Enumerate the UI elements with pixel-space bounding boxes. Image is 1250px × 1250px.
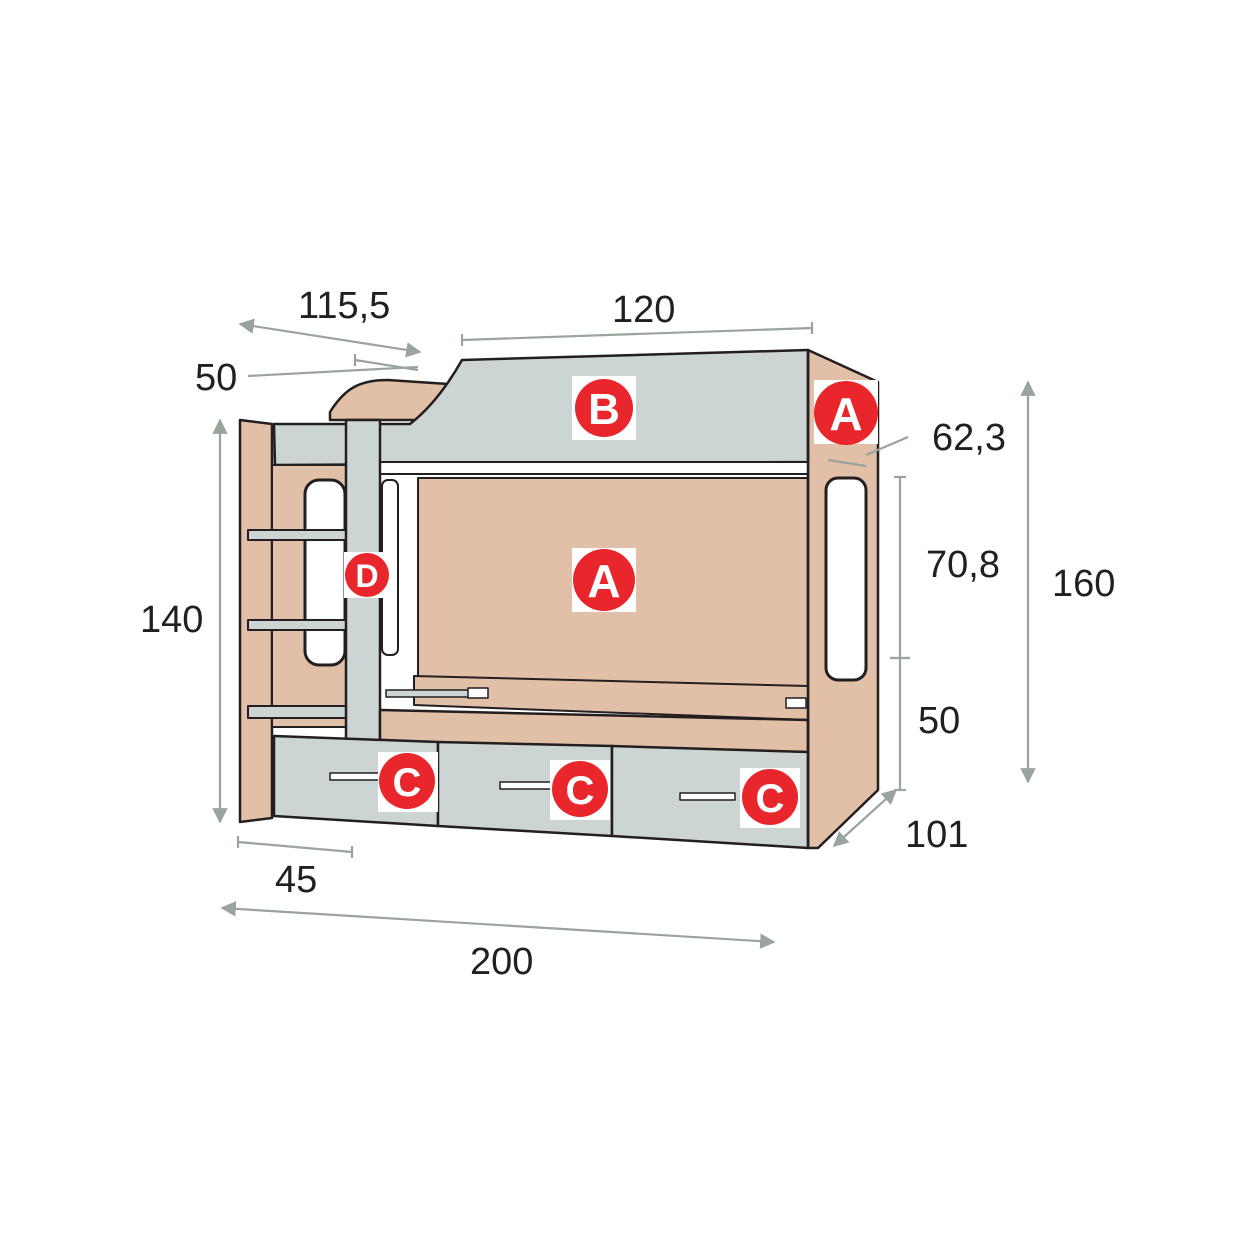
badge-a-back-label: A bbox=[587, 555, 620, 607]
dim-line-50-top bbox=[247, 365, 419, 378]
badge-d-ladder: D bbox=[344, 552, 390, 598]
dim-label-115-5: 115,5 bbox=[298, 285, 390, 327]
dimension-labels: 115,5 120 50 62,3 70,8 160 140 50 101 45… bbox=[140, 285, 1115, 983]
dim-label-101: 101 bbox=[905, 814, 968, 856]
ladder-opening bbox=[303, 478, 347, 667]
right-side-opening bbox=[824, 476, 868, 682]
drawer-handle-2 bbox=[499, 781, 556, 790]
dim-label-200: 200 bbox=[470, 941, 533, 983]
dim-label-62-3: 62,3 bbox=[932, 417, 1006, 459]
dim-line-200 bbox=[220, 901, 776, 949]
badge-c-1-label: C bbox=[393, 761, 422, 805]
dim-label-70-8: 70,8 bbox=[926, 544, 1000, 586]
badge-d-label: D bbox=[355, 558, 378, 594]
badge-a-side-label: A bbox=[829, 388, 862, 440]
badge-b-label: B bbox=[588, 385, 620, 434]
badge-c-2-label: C bbox=[566, 769, 595, 813]
bunk-bed bbox=[238, 348, 880, 850]
badge-c-3-label: C bbox=[756, 777, 785, 821]
badge-c-drawer-1: C bbox=[378, 752, 438, 812]
ladder-step-1 bbox=[247, 529, 351, 541]
ladder-step-3 bbox=[247, 705, 351, 719]
dim-line-101 bbox=[832, 788, 898, 848]
dim-label-45: 45 bbox=[275, 859, 317, 901]
hinge-right bbox=[785, 697, 807, 709]
hinge-left bbox=[467, 687, 489, 699]
ladder-step-2 bbox=[247, 619, 351, 631]
badge-c-drawer-3: C bbox=[740, 768, 800, 828]
dim-label-50-side: 50 bbox=[918, 700, 960, 742]
dim-label-160: 160 bbox=[1052, 563, 1115, 605]
dim-line-62-3 bbox=[827, 458, 867, 468]
dim-leader-62-3 bbox=[865, 435, 909, 457]
dim-line-115-5 bbox=[238, 318, 422, 358]
dim-line-45 bbox=[237, 840, 353, 854]
dim-label-120: 120 bbox=[612, 289, 675, 331]
dim-line-50-top-b bbox=[354, 358, 419, 372]
dim-line-120 bbox=[461, 326, 813, 342]
dim-label-140: 140 bbox=[140, 599, 203, 641]
drawer-handle-1 bbox=[329, 772, 386, 781]
badge-c-drawer-2: C bbox=[550, 760, 610, 820]
dim-label-50-top: 50 bbox=[195, 357, 237, 399]
badge-b-top: B bbox=[572, 376, 636, 440]
badge-a-side: A bbox=[814, 380, 878, 445]
dimension-lines bbox=[212, 318, 1036, 949]
top-bed-base bbox=[379, 461, 809, 475]
drawer-handle-3 bbox=[679, 792, 736, 801]
badge-a-back: A bbox=[572, 548, 636, 612]
